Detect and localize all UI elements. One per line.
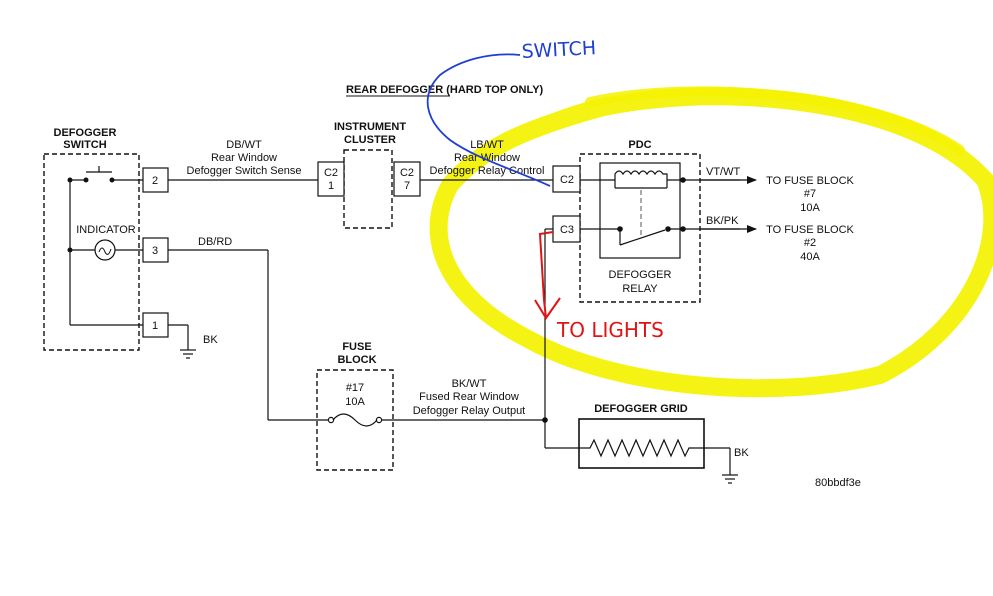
svg-text:TO FUSE BLOCK: TO FUSE BLOCK <box>766 224 854 236</box>
pdc-c2-connector <box>552 165 581 193</box>
switch-contact <box>83 177 89 183</box>
svg-text:Defogger Relay Control: Defogger Relay Control <box>430 165 545 177</box>
diagram-title: REAR DEFOGGER (HARD TOP ONLY) <box>346 84 544 96</box>
pdc-title: PDC <box>628 139 651 151</box>
svg-text:Rear Window: Rear Window <box>454 152 520 164</box>
defogger-grid: DEFOGGER GRID BK <box>545 403 749 484</box>
indicator-lamp-icon <box>94 239 116 261</box>
svg-text:C2: C2 <box>324 167 338 179</box>
grid-title: DEFOGGER GRID <box>594 403 688 415</box>
cluster-box <box>343 149 393 229</box>
svg-text:Defogger Switch Sense: Defogger Switch Sense <box>187 165 302 177</box>
pin-3-label: 3 <box>152 245 158 257</box>
svg-text:DB/WT: DB/WT <box>226 139 262 151</box>
grid-box <box>578 418 705 469</box>
cluster-title-2: CLUSTER <box>344 134 396 146</box>
wire-switch-sense-label: DB/WT Rear Window Defogger Switch Sense <box>187 139 302 177</box>
fuse-block-title-2: BLOCK <box>337 354 376 366</box>
svg-text:7: 7 <box>404 180 410 192</box>
svg-text:#17: #17 <box>346 382 364 394</box>
fuse-block-title-1: FUSE <box>342 341 371 353</box>
lights-arrow-icon <box>534 297 561 320</box>
relay-box <box>599 162 681 259</box>
cluster-left-connector <box>317 161 345 197</box>
svg-text:40A: 40A <box>800 251 820 263</box>
pin-1-label: 1 <box>152 320 158 332</box>
svg-text:1: 1 <box>328 180 334 192</box>
lights-annotation: TO LIGHTS <box>534 231 664 342</box>
wire-db-rd-label: DB/RD <box>198 236 232 248</box>
svg-text:BK/WT: BK/WT <box>452 378 487 390</box>
resistor-icon <box>579 438 704 458</box>
svg-text:Rear Window: Rear Window <box>211 152 277 164</box>
svg-text:10A: 10A <box>345 396 365 408</box>
svg-text:TO FUSE BLOCK: TO FUSE BLOCK <box>766 175 854 187</box>
fuse-block-7-label: TO FUSE BLOCK #7 10A <box>766 175 854 214</box>
cluster-title-1: INSTRUMENT <box>334 121 406 133</box>
svg-text:#7: #7 <box>804 188 816 200</box>
lights-annotation-line <box>538 231 554 319</box>
svg-text:C2: C2 <box>560 174 574 186</box>
fuse-icon <box>332 413 378 427</box>
relay-coil-icon <box>614 170 668 180</box>
fuse-block-2-label: TO FUSE BLOCK #2 40A <box>766 224 854 263</box>
cluster-right-connector <box>393 161 421 197</box>
defogger-switch: DEFOGGER SWITCH INDICATOR 2 3 1 BK <box>43 127 218 359</box>
svg-text:LB/WT: LB/WT <box>470 139 504 151</box>
pdc-c3-connector <box>552 215 581 243</box>
instrument-cluster: INSTRUMENT CLUSTER C2 1 C2 7 <box>317 121 421 229</box>
wire-bk-pk: BK/PK <box>706 215 739 227</box>
switch-title-2: SWITCH <box>63 139 106 151</box>
wire-vt-wt: VT/WT <box>706 166 740 178</box>
switch-annotation-line <box>426 53 551 187</box>
relay-switch-blade <box>619 229 666 246</box>
relay-label-2: RELAY <box>622 283 658 295</box>
switch-title-1: DEFOGGER <box>54 127 117 139</box>
figure-id: 80bbdf3e <box>815 477 861 489</box>
yellow-highlight <box>429 86 993 398</box>
switch-annotation: SWITCH <box>426 37 597 187</box>
switch-annotation-text: SWITCH <box>521 37 597 63</box>
pdc: PDC C2 C3 DEFOGGER RELAY <box>552 139 740 303</box>
pdc-box <box>579 153 701 303</box>
switch-ground-label: BK <box>203 334 218 346</box>
grid-ground-label: BK <box>734 447 749 459</box>
svg-text:10A: 10A <box>800 202 820 214</box>
svg-text:C3: C3 <box>560 224 574 236</box>
indicator-label: INDICATOR <box>76 224 136 236</box>
lights-annotation-text: TO LIGHTS <box>556 318 664 342</box>
wire-relay-control-label: LB/WT Rear Window Defogger Relay Control <box>430 139 545 177</box>
svg-text:#2: #2 <box>804 237 816 249</box>
pin-2-label: 2 <box>152 175 158 187</box>
svg-text:Fused Rear Window: Fused Rear Window <box>419 391 519 403</box>
wire-relay-output-label: BK/WT Fused Rear Window Defogger Relay O… <box>413 378 526 417</box>
switch-box <box>43 153 140 351</box>
svg-text:C2: C2 <box>400 167 414 179</box>
svg-text:Defogger Relay Output: Defogger Relay Output <box>413 405 526 417</box>
fuse-block: FUSE BLOCK #17 10A <box>316 341 394 471</box>
relay-label-1: DEFOGGER <box>609 269 672 281</box>
